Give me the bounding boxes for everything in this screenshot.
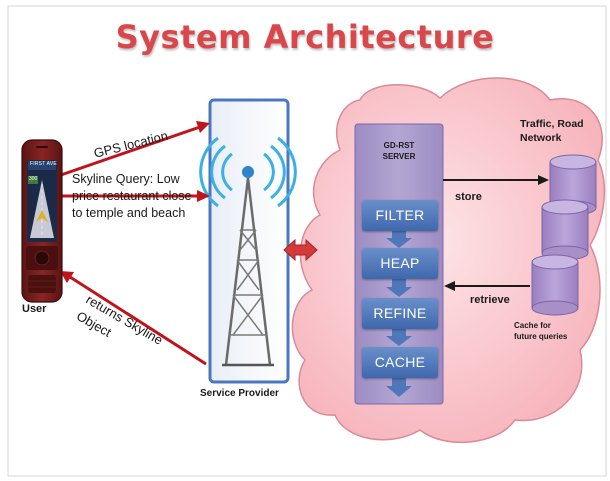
server-title-line: GD-RST <box>383 141 415 150</box>
down-arrow <box>386 328 412 346</box>
server-title: GD-RST SERVER <box>355 140 443 162</box>
down-arrow <box>386 278 412 297</box>
user-label: User <box>22 303 47 315</box>
query-arrow <box>58 190 210 202</box>
service-provider-label: Service Provider <box>200 388 279 399</box>
database-icon <box>531 254 579 316</box>
returns-arrow <box>60 271 207 366</box>
database-icon <box>541 199 589 261</box>
slide-frame <box>7 5 607 477</box>
traffic-line: Traffic, Road <box>520 118 584 130</box>
query-line: price restaurant close <box>72 189 192 203</box>
down-arrow <box>386 230 412 248</box>
query-line: Skyline Query: Low <box>72 172 180 186</box>
traffic-network-label: Traffic, Road Network <box>520 117 584 145</box>
store-arrow <box>443 175 549 185</box>
server-title-line: SERVER <box>382 152 416 161</box>
traffic-line: Network <box>520 132 562 144</box>
heap-step: HEAP <box>362 248 438 279</box>
phone-street-label: FIRST AVE <box>30 161 57 167</box>
cache-line: Cache for <box>514 321 551 330</box>
query-line: to temple and beach <box>72 206 186 220</box>
cache-line: future queries <box>514 332 568 341</box>
cell-tower-icon <box>199 136 297 367</box>
pipeline-arrows <box>386 230 412 397</box>
bidirectional-arrow <box>283 238 318 262</box>
cache-step: CACHE <box>362 347 438 378</box>
refine-step: REFINE <box>362 298 438 329</box>
diagram-title: System Architecture <box>115 18 495 56</box>
store-label: store <box>455 191 482 203</box>
phone-distance-label: 300 <box>29 176 38 182</box>
skyline-query-label: Skyline Query: Low price restaurant clos… <box>72 171 192 222</box>
retrieve-label: retrieve <box>470 294 510 306</box>
filter-step: FILTER <box>362 200 438 231</box>
retrieve-arrow <box>444 281 530 291</box>
smartphone-icon <box>21 139 63 303</box>
cache-label: Cache for future queries <box>514 320 567 342</box>
gps-arrow <box>57 121 210 178</box>
down-arrow <box>386 378 412 397</box>
